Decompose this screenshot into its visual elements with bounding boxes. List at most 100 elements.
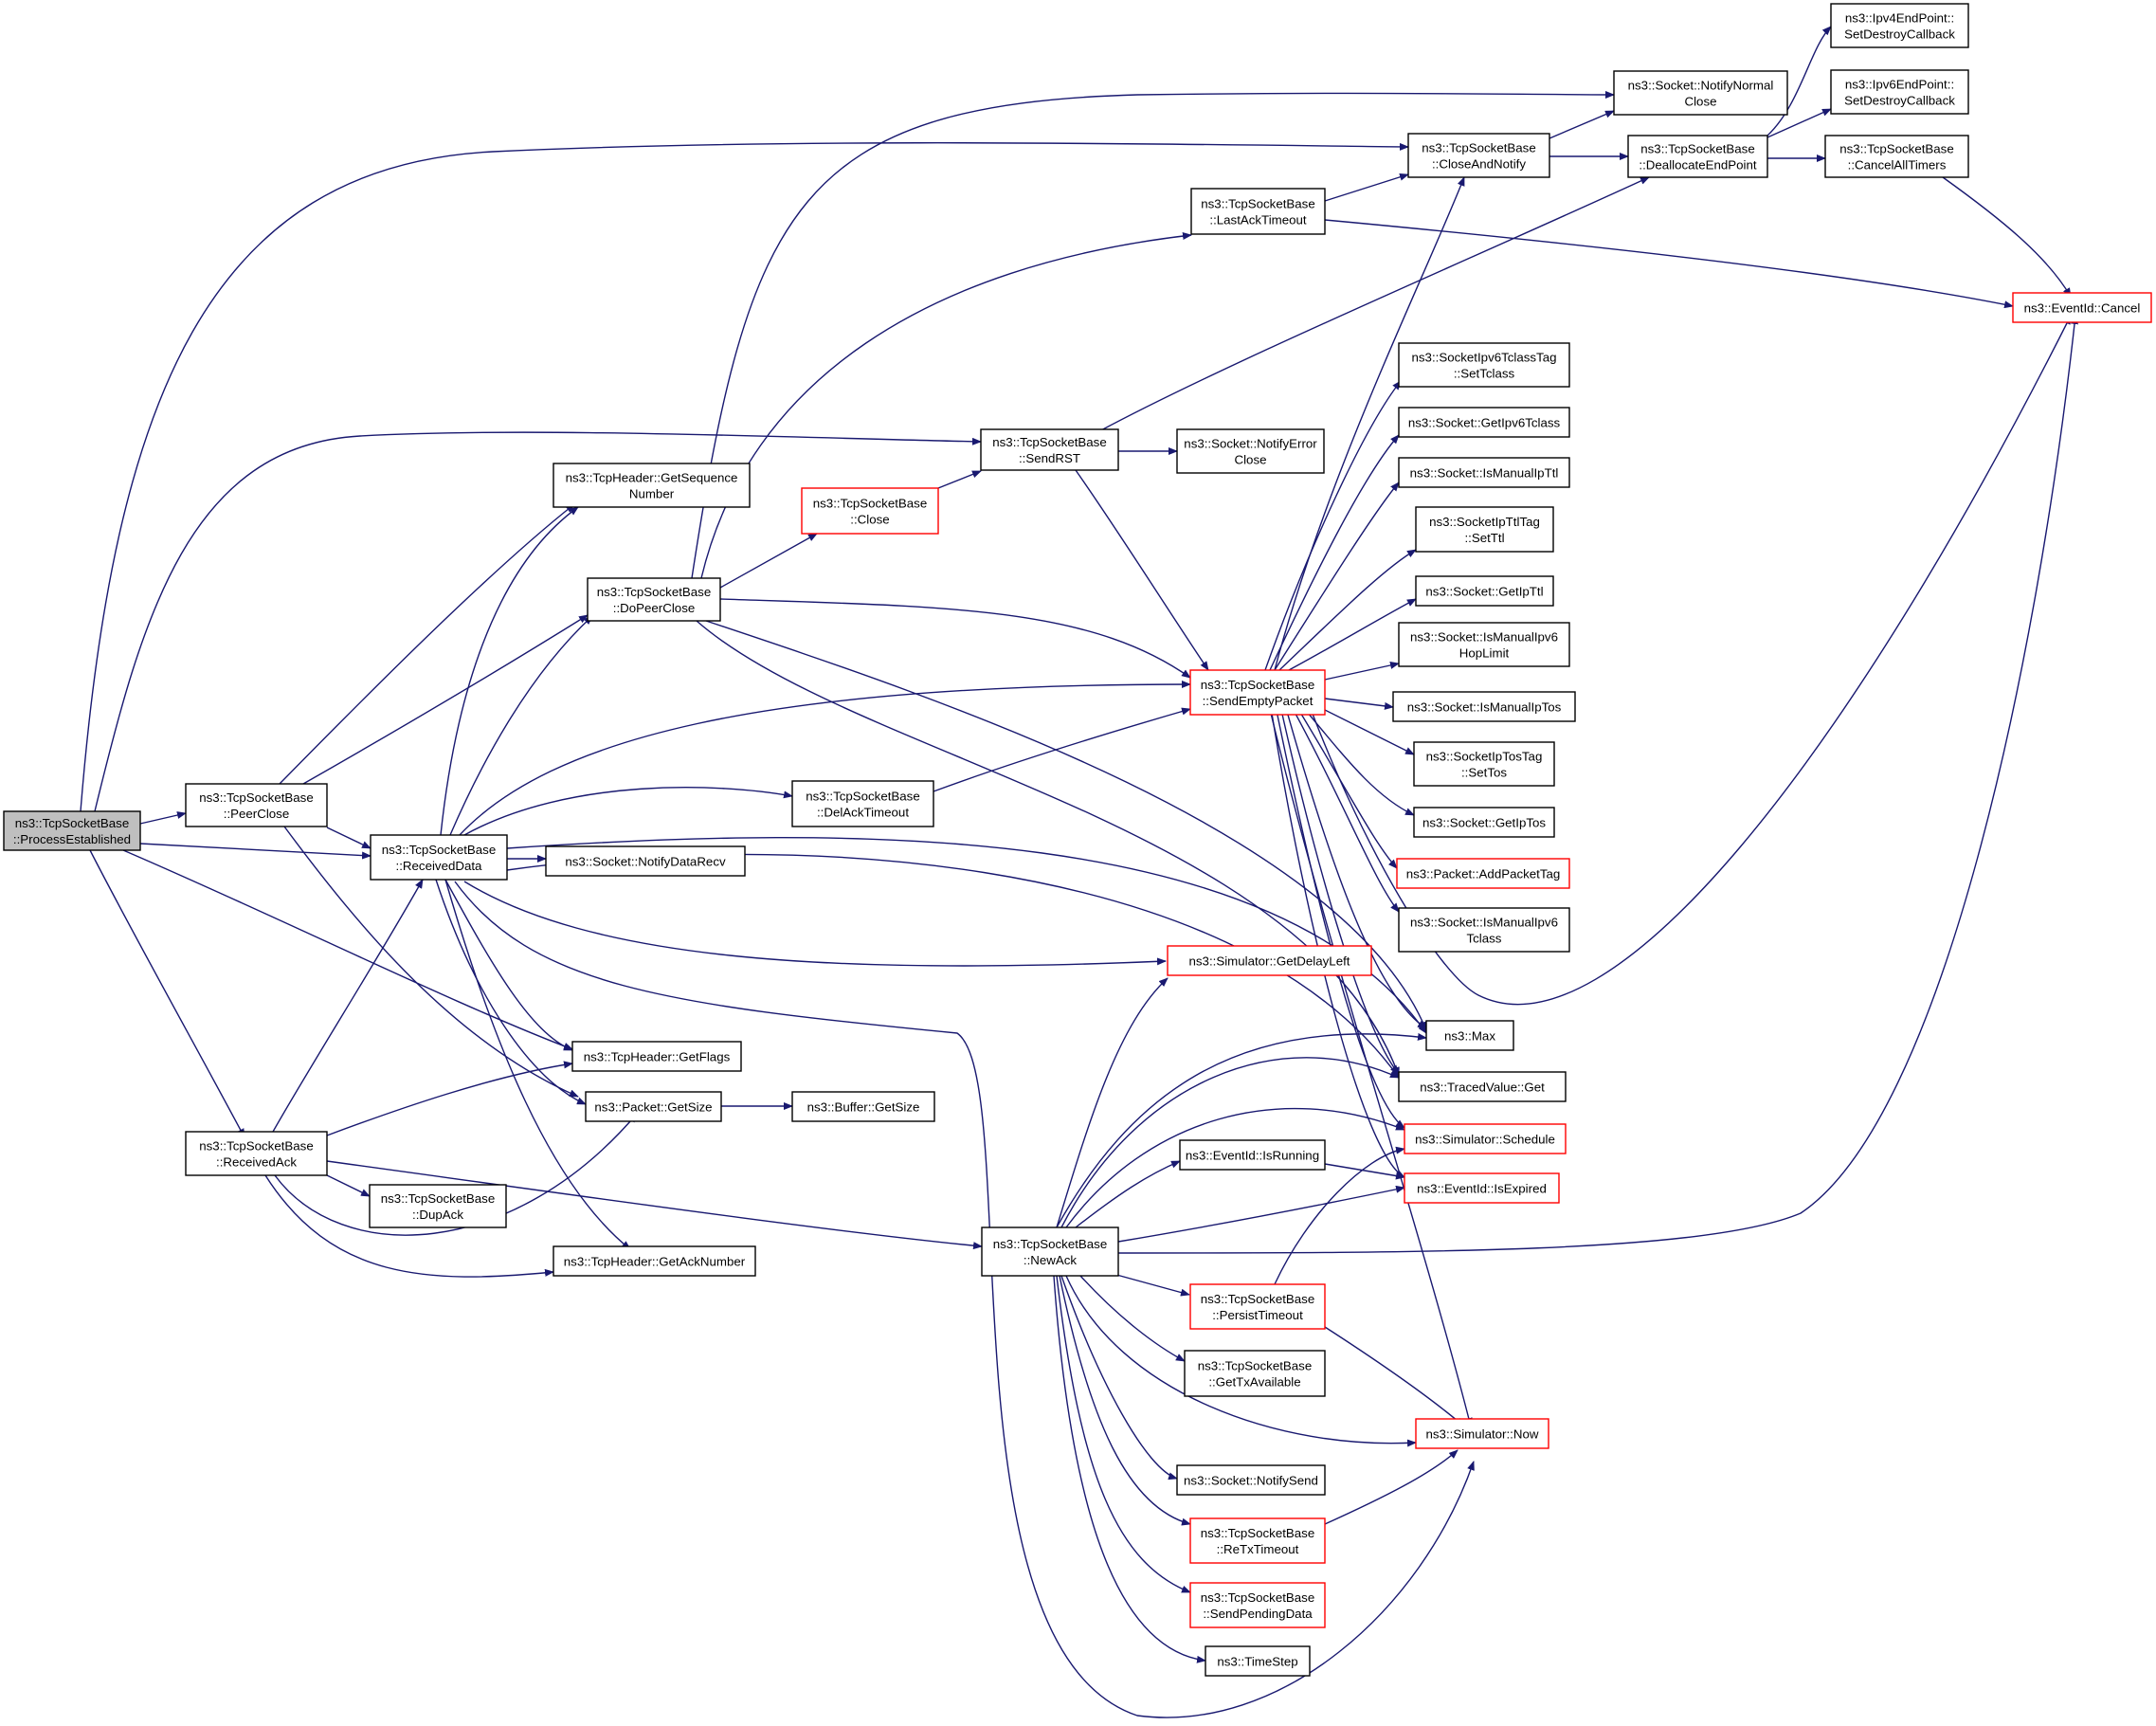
node-ipv6-tclass-set[interactable]: ns3::SocketIpv6TclassTag::SetTclass	[1398, 342, 1570, 388]
node-schedule[interactable]: ns3::Simulator::Schedule	[1404, 1123, 1567, 1154]
node-last-ack-timeout[interactable]: ns3::TcpSocketBase::LastAckTimeout	[1190, 188, 1326, 235]
node-get-delay-left[interactable]: ns3::Simulator::GetDelayLeft	[1167, 945, 1372, 976]
edge-lastacktimeout-to-eventcancel	[1324, 219, 2014, 309]
node-get-tx-available[interactable]: ns3::TcpSocketBase::GetTxAvailable	[1184, 1350, 1326, 1397]
node-packet-get-size[interactable]: ns3::Packet::GetSize	[585, 1091, 722, 1122]
node-box	[791, 1091, 935, 1122]
node-label-line: ::CancelAllTimers	[1848, 158, 1947, 173]
node-label-line: ns3::TcpSocketBase	[1201, 1526, 1314, 1540]
node-label-line: ::CloseAndNotify	[1432, 157, 1526, 172]
node-box	[1830, 3, 1969, 48]
node-label-line: ns3::TcpSocketBase	[597, 585, 711, 599]
node-dup-ack[interactable]: ns3::TcpSocketBase::DupAck	[369, 1184, 507, 1228]
node-box	[1179, 1139, 1326, 1171]
node-box	[545, 845, 746, 877]
node-get-flags[interactable]: ns3::TcpHeader::GetFlags	[571, 1041, 742, 1072]
node-label-line: ::GetTxAvailable	[1208, 1375, 1300, 1390]
node-get-ack-number[interactable]: ns3::TcpHeader::GetAckNumber	[553, 1245, 756, 1277]
node-box	[1205, 1645, 1311, 1677]
edge-peerclose-to-dopeerclose	[302, 614, 589, 785]
edge-sendemptypacket-to-max	[1283, 700, 1427, 1029]
node-label-line: ns3::Packet::AddPacketTag	[1406, 867, 1561, 881]
node-label-line: ::DupAck	[412, 1208, 463, 1222]
edge-receivedack-to-getacknumber	[264, 1174, 554, 1278]
edge-receivedack-to-packetgetsize	[274, 1113, 638, 1236]
node-send-rst[interactable]: ns3::TcpSocketBase::SendRST	[980, 428, 1119, 471]
node-traced-get[interactable]: ns3::TracedValue::Get	[1398, 1071, 1567, 1102]
node-ip-tos-set[interactable]: ns3::SocketIpTosTag::SetTos	[1413, 741, 1555, 787]
node-label-line: ::DeallocateEndPoint	[1639, 158, 1756, 173]
node-new-ack[interactable]: ns3::TcpSocketBase::NewAck	[981, 1226, 1119, 1277]
node-is-expired[interactable]: ns3::EventId::IsExpired	[1404, 1172, 1560, 1204]
node-label-line: ns3::Socket::NotifyDataRecv	[565, 855, 726, 869]
node-ip-ttl-set[interactable]: ns3::SocketIpTtlTag::SetTtl	[1415, 506, 1554, 553]
node-label-line: ::Close	[850, 513, 889, 527]
node-get-ip-tos[interactable]: ns3::Socket::GetIpTos	[1413, 807, 1555, 838]
node-ipv6-destroy[interactable]: ns3::Ipv6EndPoint::SetDestroyCallback	[1830, 69, 1969, 115]
node-box	[1415, 575, 1554, 607]
node-label-line: ns3::TcpSocketBase	[1201, 1292, 1314, 1306]
node-box	[1404, 1172, 1560, 1204]
edge-sendemptypacket-to-addpackettag	[1293, 700, 1398, 869]
node-close[interactable]: ns3::TcpSocketBase::Close	[801, 487, 939, 535]
node-max[interactable]: ns3::Max	[1425, 1020, 1514, 1051]
node-persist-timeout[interactable]: ns3::TcpSocketBase::PersistTimeout	[1189, 1283, 1326, 1330]
node-received-data[interactable]: ns3::TcpSocketBase::ReceivedData	[370, 834, 508, 881]
node-box	[1613, 70, 1788, 116]
node-label-line: ns3::SocketIpTosTag	[1426, 750, 1543, 764]
node-label-line: ::DelAckTimeout	[817, 806, 909, 820]
node-send-empty-packet[interactable]: ns3::TcpSocketBase::SendEmptyPacket	[1189, 669, 1326, 716]
node-label-line: ns3::TcpSocketBase	[813, 497, 927, 511]
node-del-ack-timeout[interactable]: ns3::TcpSocketBase::DelAckTimeout	[791, 780, 934, 827]
node-label-line: ns3::TracedValue::Get	[1420, 1081, 1545, 1095]
edge-newack-to-schedule	[1065, 1107, 1405, 1228]
node-get-ipv6-tclass[interactable]: ns3::Socket::GetIpv6Tclass	[1398, 407, 1570, 438]
node-time-step[interactable]: ns3::TimeStep	[1205, 1645, 1311, 1677]
edge-receiveddata-to-getacknumber	[444, 879, 631, 1250]
node-dealloc-endpoint[interactable]: ns3::TcpSocketBase::DeallocateEndPoint	[1627, 135, 1768, 178]
node-is-running[interactable]: ns3::EventId::IsRunning	[1179, 1139, 1326, 1171]
node-received-ack[interactable]: ns3::TcpSocketBase::ReceivedAck	[185, 1131, 328, 1176]
edge-sendemptypacket-to-isexpired	[1269, 700, 1405, 1178]
node-event-cancel[interactable]: ns3::EventId::Cancel	[2012, 292, 2152, 323]
node-label-line: ::SendPendingData	[1203, 1607, 1313, 1621]
node-label-line: ::SendRST	[1019, 451, 1080, 465]
node-is-manual-ip-ttl[interactable]: ns3::Socket::IsManualIpTtl	[1398, 457, 1570, 488]
edge-newack-to-tracedget	[1060, 1057, 1400, 1228]
edge-sendemptypacket-to-ismanualipv6tclass	[1288, 700, 1400, 913]
node-cancel-all-timers[interactable]: ns3::TcpSocketBase::CancelAllTimers	[1824, 135, 1969, 178]
node-process-established[interactable]: ns3::TcpSocketBase::ProcessEstablished	[3, 810, 141, 851]
node-label-line: ns3::Simulator::Schedule	[1415, 1133, 1555, 1147]
node-label-line: ns3::Simulator::Now	[1426, 1427, 1539, 1442]
edge-sendemptypacket-to-ismanualiptos	[1324, 698, 1394, 710]
node-add-packet-tag[interactable]: ns3::Packet::AddPacketTag	[1396, 858, 1570, 889]
edge-sendemptypacket-to-ipv6tclassset	[1264, 380, 1402, 671]
node-label-line: ns3::TcpSocketBase	[1201, 678, 1314, 692]
node-do-peer-close[interactable]: ns3::TcpSocketBase::DoPeerClose	[587, 577, 721, 622]
node-get-ip-ttl[interactable]: ns3::Socket::GetIpTtl	[1415, 575, 1554, 607]
node-ipv4-destroy[interactable]: ns3::Ipv4EndPoint::SetDestroyCallback	[1830, 3, 1969, 48]
node-label-line: ::NewAck	[1024, 1253, 1078, 1267]
node-now[interactable]: ns3::Simulator::Now	[1415, 1418, 1549, 1449]
node-box	[1167, 945, 1372, 976]
edge-dopeerclose-to-close	[719, 533, 818, 589]
node-notify-send[interactable]: ns3::Socket::NotifySend	[1176, 1464, 1326, 1496]
node-notify-data-recv[interactable]: ns3::Socket::NotifyDataRecv	[545, 845, 746, 877]
node-send-pending-data[interactable]: ns3::TcpSocketBase::SendPendingData	[1189, 1582, 1326, 1628]
node-box	[185, 1131, 328, 1176]
node-is-manual-ip-tos[interactable]: ns3::Socket::IsManualIpTos	[1392, 691, 1576, 722]
edge-sendrst-to-deallocendpoint	[1098, 176, 1650, 432]
node-buffer-get-size[interactable]: ns3::Buffer::GetSize	[791, 1091, 935, 1122]
node-peer-close[interactable]: ns3::TcpSocketBase::PeerClose	[185, 783, 328, 827]
node-close-and-notify[interactable]: ns3::TcpSocketBase::CloseAndNotify	[1407, 133, 1550, 178]
edge-sendemptypacket-to-getipv6tclass	[1269, 434, 1400, 671]
node-retx-timeout[interactable]: ns3::TcpSocketBase::ReTxTimeout	[1189, 1517, 1326, 1564]
node-box	[1189, 669, 1326, 716]
node-label-line: Tclass	[1467, 932, 1502, 946]
